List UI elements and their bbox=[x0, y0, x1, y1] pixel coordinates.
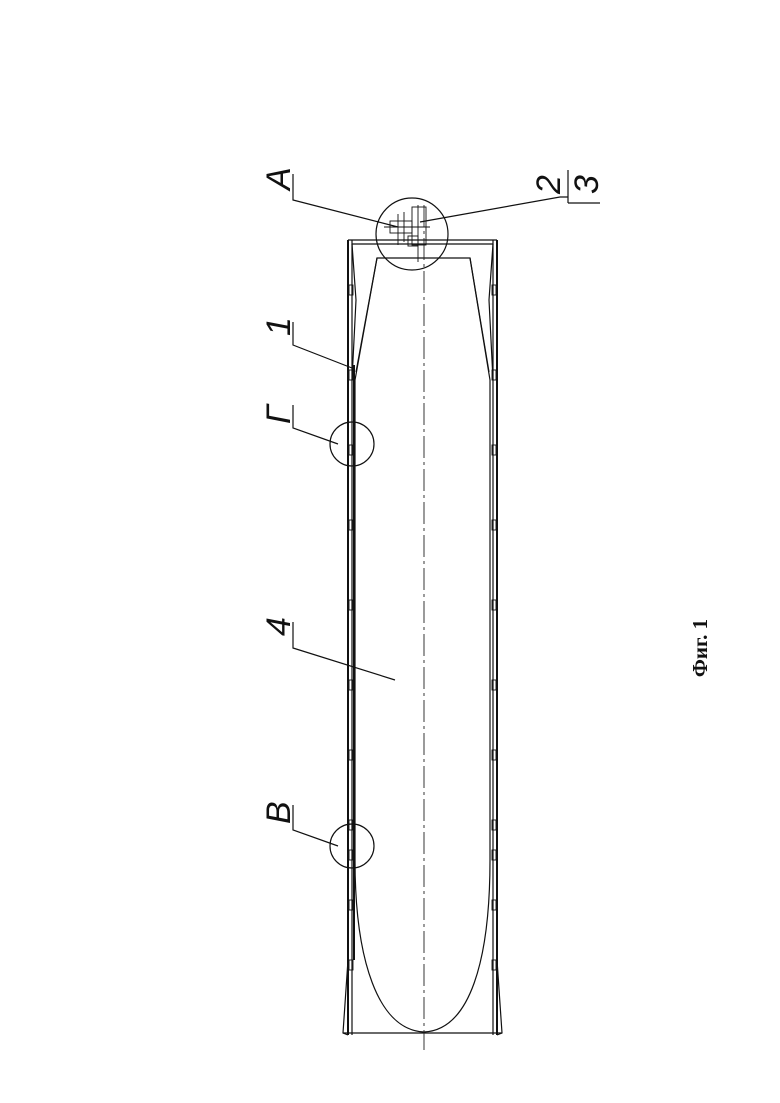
vessel-cone-bottom bbox=[470, 258, 489, 372]
label-4: 4 bbox=[260, 617, 298, 636]
label-g: Г bbox=[260, 403, 298, 424]
leader-a bbox=[293, 174, 398, 227]
figure-caption: Фиг. 1 bbox=[688, 619, 712, 677]
label-a: А bbox=[260, 167, 298, 192]
leader-1 bbox=[293, 322, 352, 368]
leader-4 bbox=[293, 622, 395, 680]
label-2: 2 bbox=[530, 175, 568, 195]
vessel-cone-top bbox=[356, 258, 377, 372]
label-v: В bbox=[260, 801, 298, 824]
leader-2-3 bbox=[420, 197, 568, 222]
label-3: 3 bbox=[568, 175, 606, 194]
leader-lines bbox=[293, 170, 600, 846]
vessel-body bbox=[354, 258, 490, 1032]
vessel-outline bbox=[355, 258, 490, 1032]
support-lugs bbox=[349, 285, 496, 970]
valve-assembly bbox=[384, 205, 430, 262]
container-frame bbox=[343, 240, 502, 1035]
label-1: 1 bbox=[260, 317, 298, 336]
